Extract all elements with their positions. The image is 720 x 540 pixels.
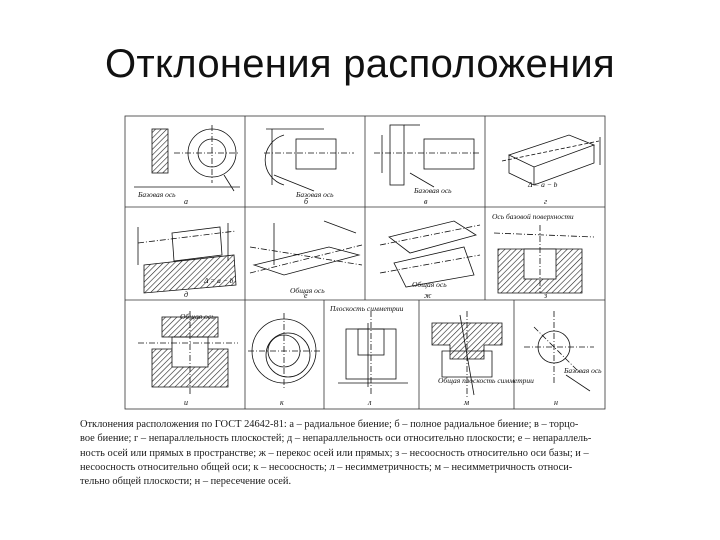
slide-title: Отклонения расположения [104,42,616,86]
cell-e-letter: д [184,290,188,299]
caption-line: ность осей или прямых в пространстве; ж … [80,447,589,459]
cell-l-letter: л [367,398,372,407]
cell-k-letter: к [280,398,284,407]
caption-line: Отклонения расположения по ГОСТ 24642-81… [80,419,579,430]
caption-line: вое биение; г – непараллельность плоскос… [80,433,592,445]
cell-e-label: Δ = a − b [203,276,234,285]
cell-g-drawing [379,220,481,288]
figure-caption: Отклонения расположения по ГОСТ 24642-81… [80,418,665,489]
cell-g-letter: ж [424,291,432,300]
cell-h-letter: з [543,291,547,300]
deviation-figure: Базовая ось а Базовая ось б Базовая ось … [124,115,606,410]
cell-b-drawing [264,128,354,192]
cell-n-label: Базовая ось [563,366,602,375]
cell-m-label: Общая плоскость симметрии [438,376,534,385]
cell-c-drawing [374,124,480,188]
cell-c-letter: в [424,197,428,206]
cell-c-label: Базовая ось [413,186,452,195]
cell-f-label: Общая ось [290,286,325,295]
cell-a-letter: а [184,197,188,206]
cell-i-drawing [138,311,238,395]
cell-h-drawing [493,225,595,294]
cell-f-letter: е [304,291,308,300]
cell-l-label: Плоскость симметрии [329,304,404,313]
cell-n-letter: н [554,398,558,407]
cell-d-drawing [501,134,601,186]
cell-d-letter: г [544,197,547,206]
cell-f-drawing [249,220,363,276]
cell-i-letter: и [184,398,188,407]
cell-h-label: Ось базовой поверхности [492,212,574,221]
cell-m-drawing [431,311,503,397]
caption-line: несоосность относительно общей оси; к – … [80,461,573,473]
cell-a-drawing [134,125,240,192]
cell-d-label: Δ = a − b [527,180,558,189]
caption-line: тельно общей плоскости; н – пересечение … [80,476,292,488]
cell-l-drawing [338,311,408,395]
cell-i-label: Общая ось [180,312,215,321]
cell-e-drawing [137,223,237,294]
cell-m-letter: м [463,398,469,407]
cell-k-drawing [248,313,320,389]
cell-g-label: Общая ось [412,280,447,289]
cell-b-letter: б [304,197,309,206]
cell-a-label: Базовая ось [137,190,176,199]
figure-grid [124,115,606,410]
cell-n-drawing [524,311,594,392]
cell-b-label: Базовая ось [295,190,334,199]
